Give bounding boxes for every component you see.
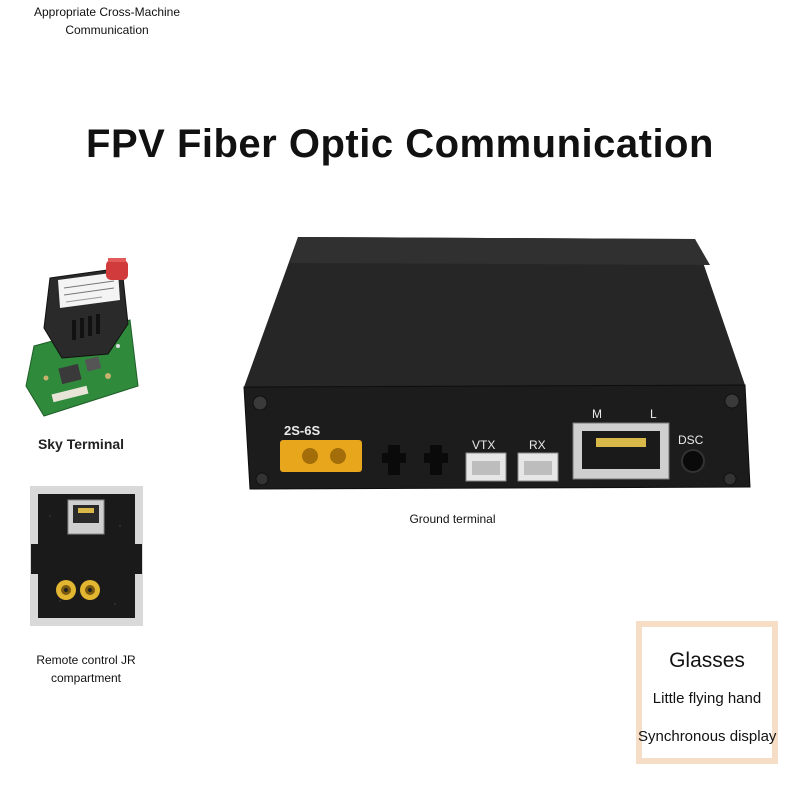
m-indicator-label: M — [592, 407, 602, 421]
top-note-line1: Appropriate Cross-Machine — [33, 5, 181, 19]
top-note-line2: Communication — [65, 23, 149, 37]
glasses-title: Glasses — [669, 649, 745, 672]
vtx-port-label: VTX — [472, 438, 496, 452]
power-port-label: 2S-6S — [284, 423, 321, 438]
page-title: FPV Fiber Optic Communication — [86, 122, 714, 166]
top-note: Appropriate Cross-Machine Communication — [32, 3, 182, 39]
dsc-port-label: DSC — [678, 433, 704, 447]
glasses-panel-inner: Glasses Little flying hand Synchronous d… — [638, 627, 776, 758]
ground-terminal-image: 2S-6S VTX RX M L DSC — [240, 235, 765, 495]
glasses-line2: Synchronous display — [638, 728, 777, 745]
sky-terminal-label: Sky Terminal — [37, 436, 125, 452]
ground-terminal-label: Ground terminal — [409, 512, 496, 526]
glasses-panel: Glasses Little flying hand Synchronous d… — [636, 621, 778, 764]
remote-compartment-illustration — [30, 486, 143, 626]
ground-terminal-illustration — [243, 237, 751, 490]
remote-compartment-line2: compartment — [50, 671, 122, 685]
l-indicator-label: L — [650, 407, 657, 421]
rx-port-label: RX — [529, 438, 546, 452]
remote-compartment-line1: Remote control JR — [36, 653, 136, 667]
remote-compartment-image — [30, 486, 143, 626]
sky-terminal-illustration — [25, 258, 139, 417]
glasses-line1: Little flying hand — [652, 690, 762, 707]
remote-compartment-label: Remote control JR compartment — [26, 651, 146, 687]
sky-terminal-image — [22, 258, 142, 418]
